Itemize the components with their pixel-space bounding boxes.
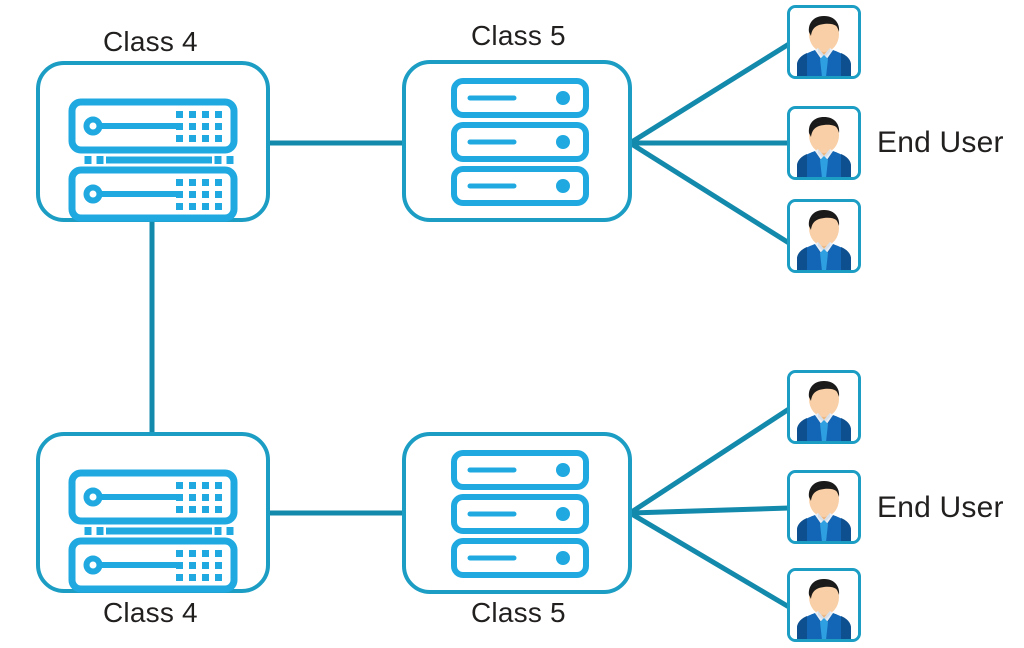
node-label-class5-bottom: Class 5 [471,597,566,628]
user-avatar-icon[interactable] [789,7,860,78]
node-class5-top[interactable] [402,60,632,222]
link-class5-bottom-user2 [629,505,790,516]
node-box[interactable] [402,432,632,594]
user-avatar-icon[interactable] [789,108,860,179]
node-label-class5-top: Class 5 [471,20,566,51]
node-label-class4-top: Class 4 [103,26,198,57]
node-class4-top[interactable] [36,61,270,222]
user-avatar-icon[interactable] [789,570,860,641]
node-class4-bottom[interactable] [36,432,270,593]
user-avatar-icon[interactable] [789,472,860,543]
link-class5-bottom-user3 [628,510,791,610]
end-user-label-top: End User [877,126,1004,159]
node-box[interactable] [402,60,632,222]
connection-lines [149,41,791,610]
user-avatar-icon[interactable] [789,372,860,443]
end-user-label-bottom: End User [877,491,1004,524]
link-class5-top-user1 [628,41,791,146]
link-class5-top-user3 [628,140,791,246]
node-label-class4-bottom: Class 4 [103,597,198,628]
node-class5-bottom[interactable] [402,432,632,594]
user-avatar-icon[interactable] [789,201,860,272]
link-class5-bottom-user1 [628,406,791,516]
